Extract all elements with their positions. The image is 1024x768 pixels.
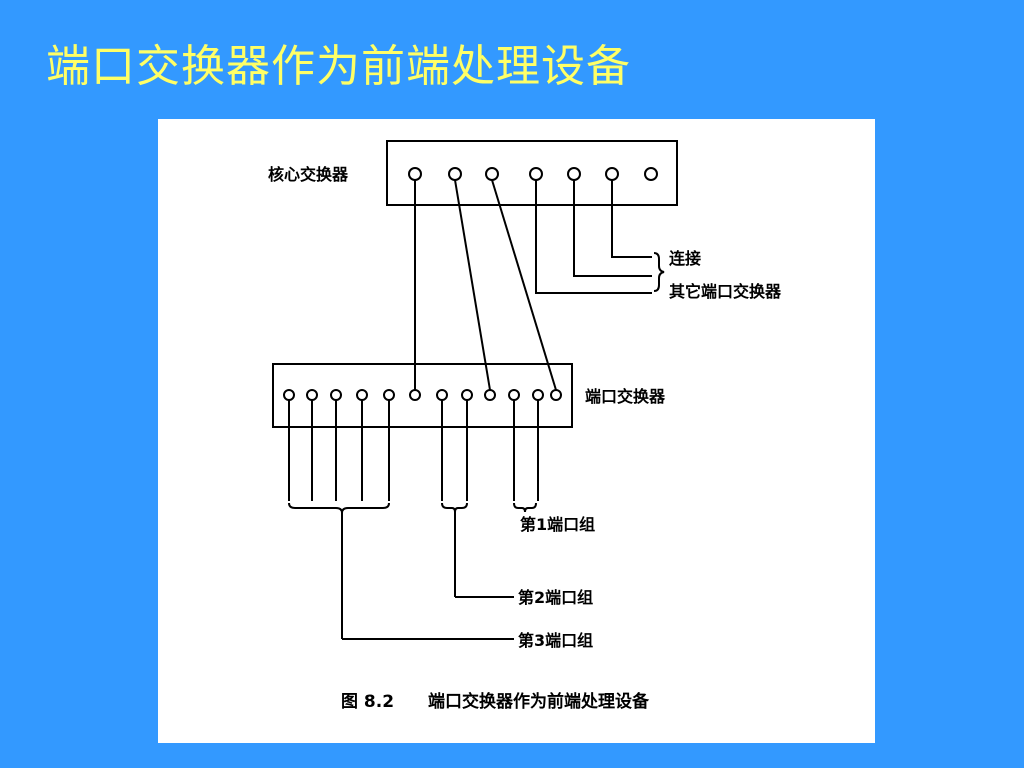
switch-port-5: [383, 389, 395, 401]
port-switch-box: [272, 363, 573, 428]
slide-title: 端口交换器作为前端处理设备: [46, 41, 631, 92]
core-port-2: [448, 167, 462, 181]
link-core-to-port-9: [454, 179, 491, 391]
switch-port-3: [330, 389, 342, 401]
switch-port-9: [484, 389, 496, 401]
caption-text: 端口交换器作为前端处理设备: [428, 691, 650, 712]
core-port-3: [485, 167, 499, 181]
core-port-6: [605, 167, 619, 181]
group3-label: 第3端口组: [518, 631, 593, 650]
core-port-5: [567, 167, 581, 181]
switch-port-4: [356, 389, 368, 401]
link-core-to-port-12: [491, 179, 557, 391]
switch-port-2: [306, 389, 318, 401]
port-switch-label: 端口交换器: [585, 387, 666, 406]
link-other-switch-3: [611, 180, 652, 258]
switch-port-12: [550, 389, 562, 401]
port-switch-ports: [283, 389, 562, 401]
core-switch-label: 核心交换器: [268, 165, 349, 184]
other-switches-label: 其它端口交换器: [669, 282, 782, 301]
switch-port-8: [461, 389, 473, 401]
group1-label: 第1端口组: [520, 515, 595, 534]
group2-brace: [441, 502, 468, 513]
link-other-switch-1: [535, 180, 652, 294]
core-switch-ports: [408, 167, 658, 181]
core-port-1: [408, 167, 422, 181]
group2-label: 第2端口组: [518, 588, 593, 607]
group3-brace: [288, 502, 390, 514]
connect-label: 连接: [669, 249, 701, 268]
switch-port-6: [409, 389, 421, 401]
caption-number: 图 8.2: [341, 692, 394, 712]
group1-brace: [513, 502, 537, 513]
core-port-4: [529, 167, 543, 181]
diagram-canvas: 核心交换器 端口交换器 连接 其它端口交换器 第1端口组 第2端口组 第3端口组…: [268, 140, 782, 712]
link-other-switch-2: [573, 180, 652, 277]
switch-port-10: [508, 389, 520, 401]
switch-port-7: [436, 389, 448, 401]
switch-port-1: [283, 389, 295, 401]
core-switch-box: [386, 140, 678, 206]
connect-brace: [653, 252, 665, 292]
switch-port-11: [532, 389, 544, 401]
core-port-7: [644, 167, 658, 181]
diagram-figure: 核心交换器 端口交换器 连接 其它端口交换器 第1端口组 第2端口组 第3端口组…: [158, 119, 875, 743]
